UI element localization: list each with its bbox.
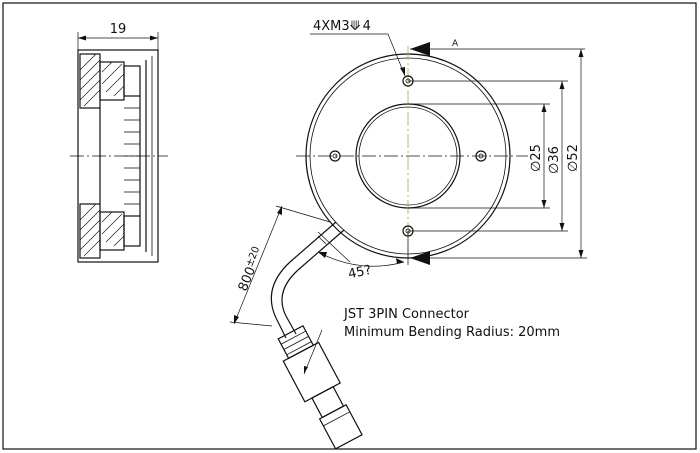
jst-connector (277, 324, 363, 450)
front-view: 4XM3⟱4 A ∅25 ∅36 ∅52 45? (296, 19, 587, 282)
hatching-bottom (79, 203, 125, 257)
diameter-36: ∅36 (547, 146, 562, 174)
datum-label: A (452, 39, 459, 49)
mounting-hole-right (475, 150, 487, 162)
mounting-hole-left (329, 150, 341, 162)
connector-note: JST 3PIN Connector (343, 307, 470, 322)
thread-callout: 4XM3⟱4 (313, 19, 371, 34)
cable-assembly: 800±20 (229, 205, 363, 450)
angle-label: 45? (347, 263, 373, 283)
diameter-52: ∅52 (566, 144, 581, 172)
cable-length-dimension: 800±20 (235, 245, 267, 294)
width-dimension: 19 (110, 22, 127, 37)
diameter-25: ∅25 (529, 144, 544, 172)
side-view: 19 (70, 22, 168, 263)
notes: JST 3PIN Connector Minimum Bending Radiu… (303, 307, 560, 375)
bend-radius-note: Minimum Bending Radius: 20mm (344, 325, 560, 340)
hatching-top (79, 53, 125, 107)
